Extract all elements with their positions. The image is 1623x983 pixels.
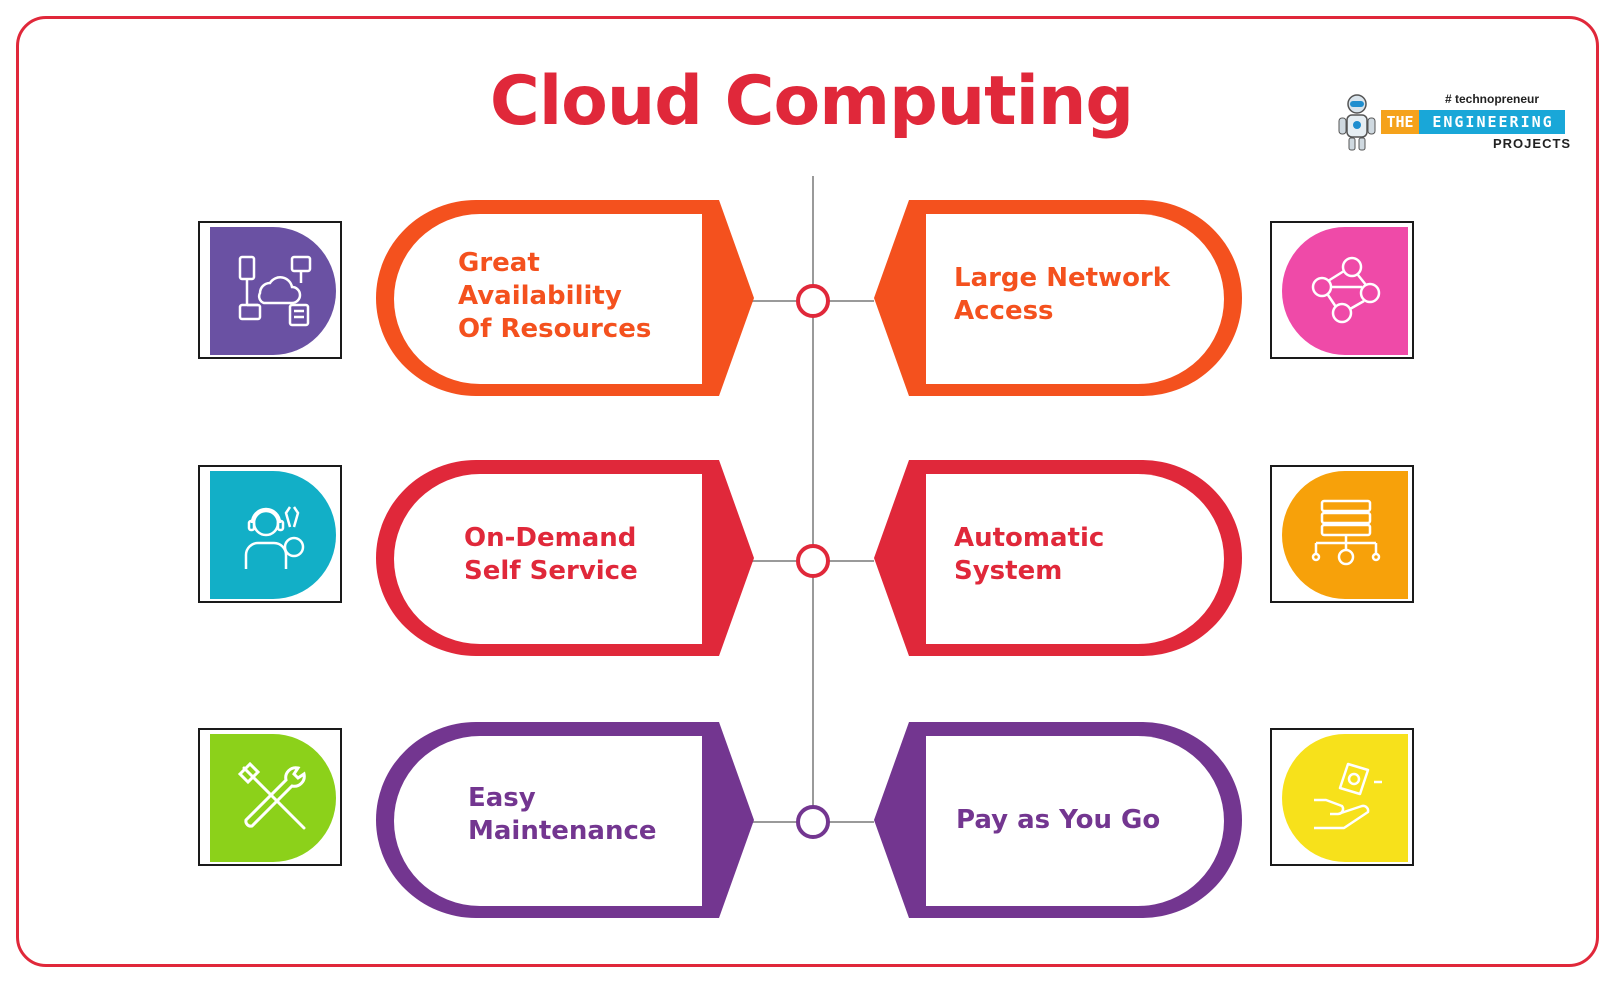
feature-card-large-network: Large Network Access <box>874 198 1244 402</box>
icon-box-large-network <box>1270 221 1414 359</box>
people-network-icon <box>1311 256 1381 324</box>
cloud-network-icon <box>238 255 312 327</box>
logo-the: THE <box>1381 110 1419 134</box>
icon-background <box>210 227 336 355</box>
timeline-node-1 <box>796 284 830 318</box>
card-shape <box>376 722 754 918</box>
logo-engineering: ENGINEERING <box>1432 113 1554 131</box>
card-shape <box>874 460 1242 656</box>
feature-label: Pay as You Go <box>956 805 1161 835</box>
feature-card-great-availability: Great Availability Of Resources <box>374 198 754 402</box>
wrench-screwdriver-icon <box>237 761 306 830</box>
feature-card-automatic-system: Automatic System <box>874 458 1244 662</box>
engineering-projects-logo: # technopreneur THE ENGINEERING PROJECTS <box>1335 92 1570 156</box>
server-automation-icon <box>1311 499 1381 566</box>
logo-tagline: # technopreneur <box>1445 92 1540 106</box>
card-shape <box>874 722 1242 918</box>
card-shape <box>874 200 1242 396</box>
logo-band: THE ENGINEERING <box>1381 110 1565 134</box>
feature-label: Easy Maintenance <box>468 783 657 846</box>
icon-box-easy-maintenance <box>198 728 342 866</box>
support-agent-gear-icon <box>244 506 305 569</box>
feature-label: On-Demand Self Service <box>464 523 638 586</box>
outer-frame <box>16 16 1599 967</box>
icon-box-pay-as-you-go <box>1270 728 1414 866</box>
hand-payment-icon <box>1314 762 1382 830</box>
card-shape <box>376 200 754 396</box>
icon-background <box>210 471 336 599</box>
page-title: Cloud Computing <box>489 62 1134 141</box>
card-shape <box>376 460 754 656</box>
timeline-axis <box>812 176 814 826</box>
icon-box-automatic-system <box>1270 465 1414 603</box>
feature-label: Large Network Access <box>954 263 1171 326</box>
robot-icon <box>1338 94 1376 151</box>
timeline-node-3 <box>796 805 830 839</box>
timeline-node-2 <box>796 544 830 578</box>
icon-background <box>1282 227 1408 355</box>
feature-label: Great Availability Of Resources <box>458 248 652 344</box>
logo-projects: PROJECTS <box>1493 136 1572 151</box>
icon-box-great-availability <box>198 221 342 359</box>
feature-label: Automatic System <box>954 523 1105 586</box>
icon-background <box>1282 734 1408 862</box>
feature-card-pay-as-you-go: Pay as You Go <box>874 720 1244 924</box>
feature-card-easy-maintenance: Easy Maintenance <box>374 720 754 924</box>
feature-card-on-demand: On-Demand Self Service <box>374 458 754 662</box>
icon-box-on-demand <box>198 465 342 603</box>
